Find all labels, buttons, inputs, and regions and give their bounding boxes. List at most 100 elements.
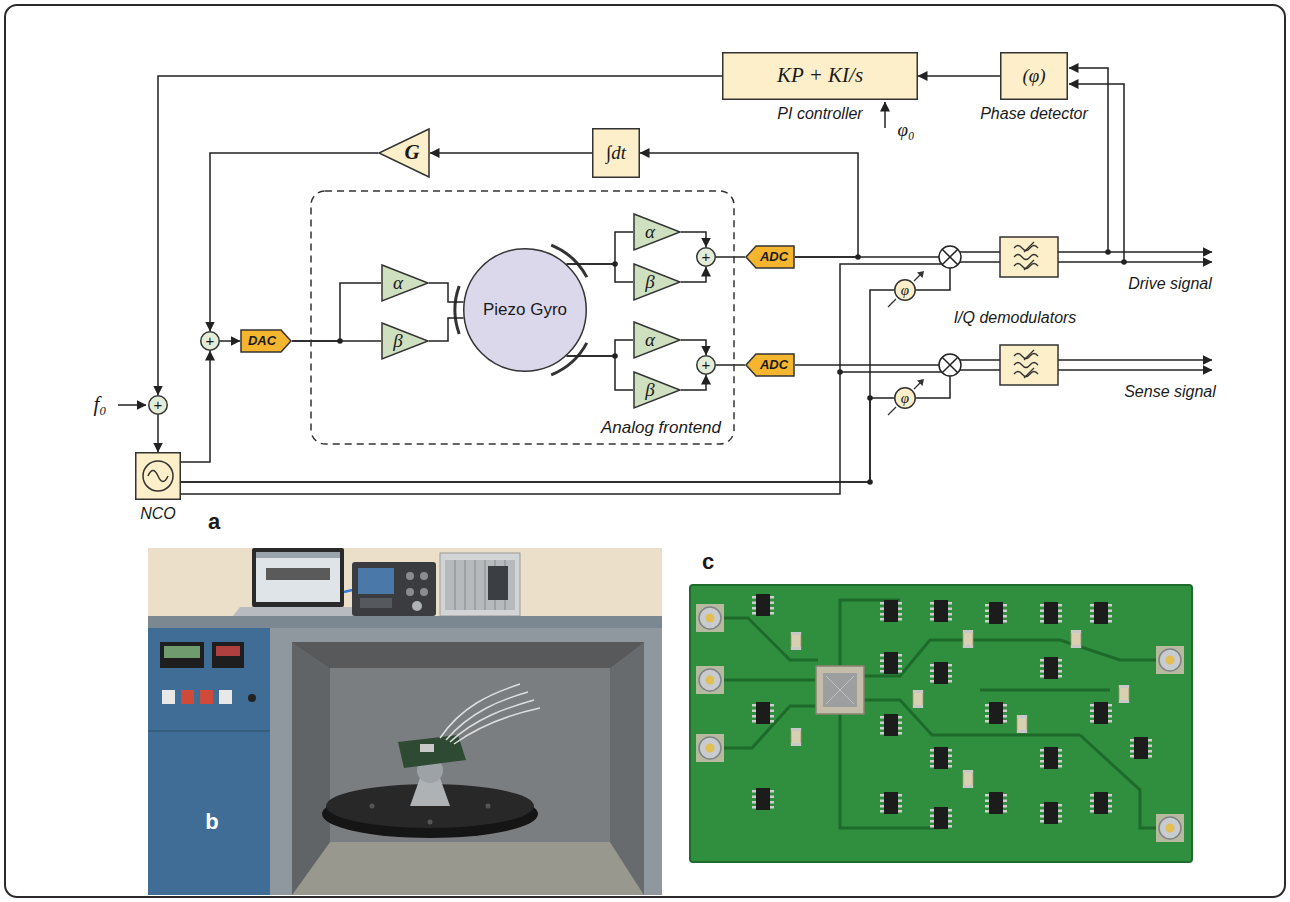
rate-table — [440, 684, 520, 738]
analog-frontend-text: Analog frontend — [601, 419, 721, 438]
adjust-arrow — [917, 271, 924, 278]
dac-block: DAC — [240, 329, 292, 353]
signal-connector — [681, 232, 706, 247]
oven-control-panel — [248, 694, 256, 702]
amplifier-triangle-outline — [382, 323, 428, 359]
power-analyzer — [420, 588, 428, 596]
amplifier-triangle-body: α — [633, 213, 681, 251]
sma-connector — [699, 737, 721, 759]
passive-component — [1071, 630, 1081, 648]
signal-connector — [430, 152, 592, 154]
junction-dot — [337, 249, 1127, 485]
block-caption: Phase detector — [980, 105, 1088, 123]
ic-chip — [985, 702, 1007, 724]
adc-block-text: ADC — [760, 358, 788, 372]
signal-wire — [1058, 251, 1212, 253]
ic-chip — [880, 792, 902, 814]
pcb-photo — [690, 585, 1192, 862]
sma-connector — [696, 604, 1184, 842]
oven-control-panel — [148, 628, 270, 895]
oven-control-panel — [164, 646, 200, 658]
amplifier-triangle-outline — [633, 321, 681, 359]
panel-letter: a — [208, 510, 220, 534]
connector-group — [158, 76, 1000, 482]
pcb-photo — [840, 712, 940, 828]
rate-table — [486, 804, 491, 809]
summing-junction: + — [148, 395, 168, 415]
adc-block-body: ADC — [745, 245, 795, 269]
sma-connector — [706, 744, 715, 753]
signal-connector — [681, 267, 706, 282]
oven-control-panel — [216, 646, 240, 656]
signal-connector — [640, 153, 858, 257]
sma-connector — [1159, 817, 1181, 839]
ic-chip — [930, 600, 952, 622]
ic-chip — [752, 788, 774, 810]
block-label: I/Q demodulators — [954, 309, 1077, 327]
power-analyzer — [358, 568, 394, 594]
sine-symbol — [148, 471, 168, 482]
oven-chamber — [270, 628, 662, 895]
adc-block: ADC — [745, 245, 795, 269]
piezo-gyro-body: Piezo Gyro — [463, 248, 587, 372]
junction-dot — [1121, 259, 1127, 265]
signal-wire — [118, 68, 1212, 494]
summing-junction-body: + — [696, 247, 716, 267]
signal-connector — [181, 398, 894, 482]
amplifier-triangle: β — [381, 322, 429, 360]
ic-chip — [1130, 737, 1152, 759]
rate-table — [440, 684, 540, 744]
passive-component — [913, 690, 923, 708]
oven-chamber — [292, 842, 644, 895]
test-setup-photo — [148, 616, 662, 628]
test-setup-photo — [148, 548, 662, 895]
block-caption: NCO — [140, 505, 176, 523]
phase-shifter-body: φ — [894, 279, 916, 301]
ic-chip — [752, 594, 1152, 829]
lowpass-filter-symbol — [1014, 255, 1038, 260]
rate-table — [398, 735, 466, 768]
integrator-block: ∫dt — [592, 128, 640, 178]
signal-connector — [292, 283, 381, 341]
ic-chip — [985, 792, 1007, 814]
amplifier-triangle-body: β — [381, 322, 429, 360]
nco-block-outline — [135, 452, 181, 500]
pcb-photo — [980, 689, 1110, 692]
phase-detector-outline — [1001, 53, 1068, 100]
amplifier-triangle: β — [633, 371, 681, 409]
gyro-package — [816, 666, 864, 714]
ic-chip — [985, 602, 1007, 624]
pcb-photo — [862, 700, 1080, 735]
amplifier-triangle-outline — [634, 214, 680, 250]
adjust-arrow — [917, 379, 924, 386]
mixer-symbol — [942, 357, 958, 373]
integrator-block-text: ∫dt — [606, 143, 626, 164]
adc-block-outline — [746, 354, 794, 376]
signal-connector — [918, 75, 1000, 77]
test-setup-photo — [148, 548, 662, 895]
gain-triangle-outline — [379, 129, 429, 177]
ic-chip — [880, 652, 902, 674]
signal-wire — [1069, 68, 1108, 252]
rate-table — [450, 700, 534, 742]
laptop — [256, 552, 340, 558]
signal-connector — [429, 318, 464, 341]
ic-chip — [1040, 802, 1062, 824]
gyro-electrode — [455, 286, 459, 334]
panel-letter: c — [702, 550, 714, 574]
amplifier-triangle: α — [633, 213, 681, 251]
summing-junction-text: + — [702, 249, 711, 266]
amplifier-triangle: β — [633, 263, 681, 301]
amplifier-triangle-outline — [381, 322, 429, 360]
rate-table — [370, 804, 375, 809]
amplifier-triangle-body: α — [633, 321, 681, 359]
pi-controller-body: KP + KI/s — [722, 52, 918, 100]
block-caption: PI controller — [777, 105, 862, 123]
signal-wire — [1058, 261, 1212, 263]
adjust-arrow — [888, 273, 922, 307]
summing-junction: + — [696, 355, 716, 375]
power-analyzer — [352, 562, 436, 616]
dac-block-outline — [241, 330, 291, 352]
